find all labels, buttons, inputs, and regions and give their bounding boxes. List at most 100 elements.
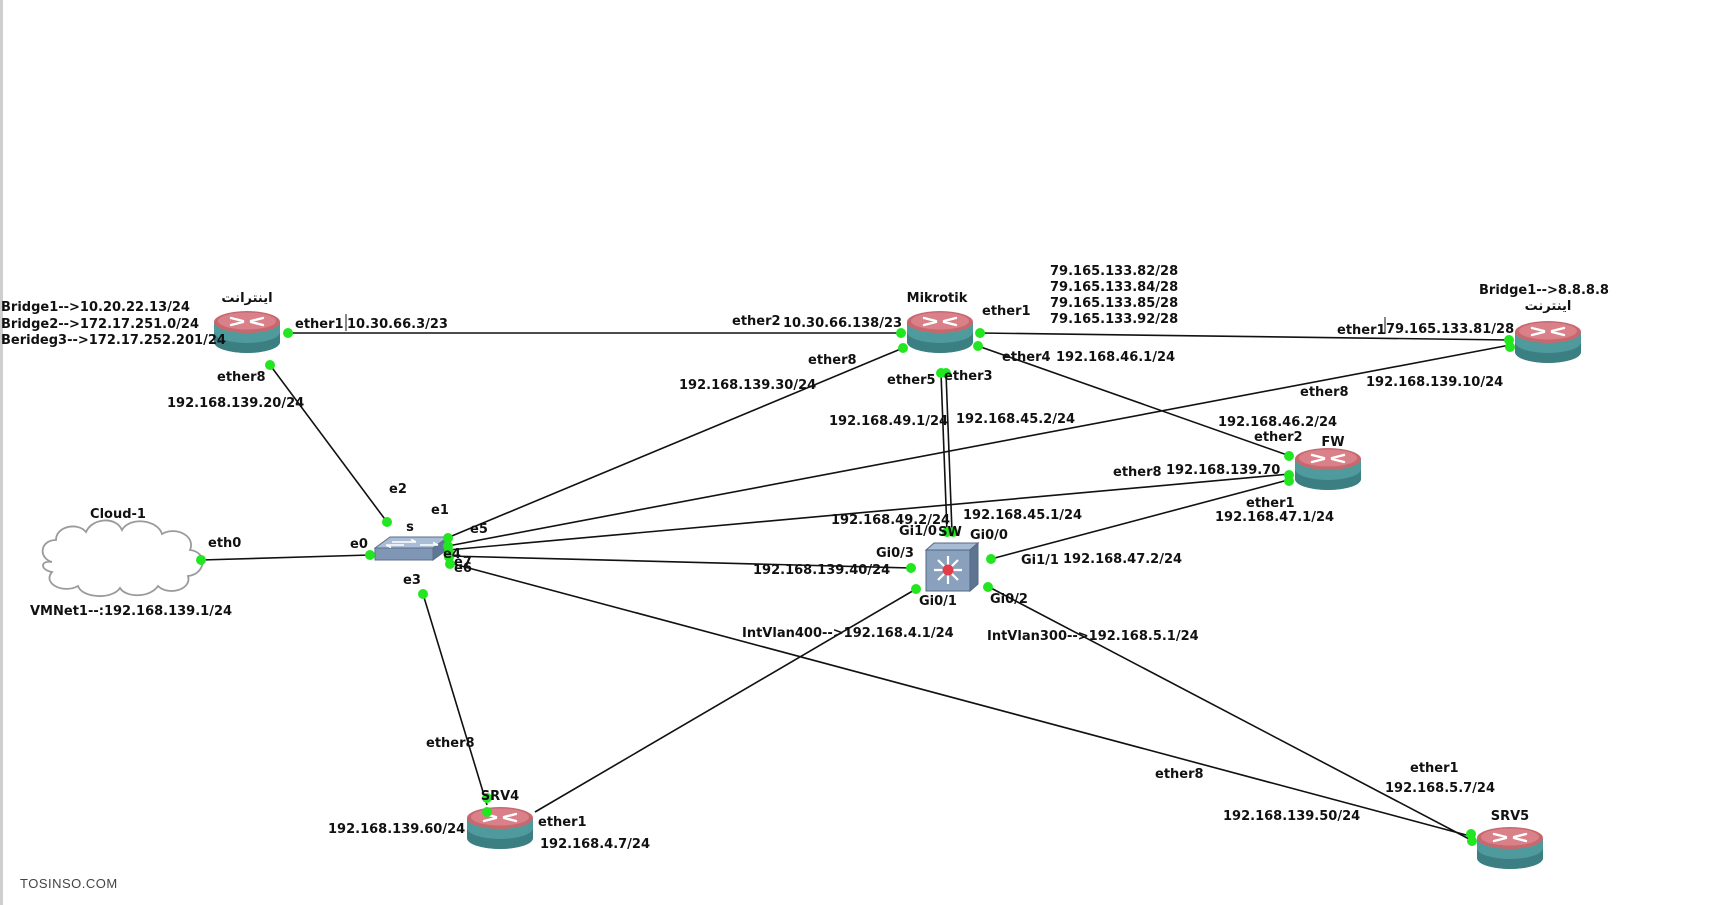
port-dot[interactable] — [1284, 451, 1294, 461]
ip-label: 192.168.46.1/24 — [1056, 350, 1175, 365]
ip-label: 192.168.45.1/24 — [963, 508, 1082, 523]
port-label: Gi1/0 — [899, 524, 937, 539]
node-name-srv5: SRV5 — [1491, 809, 1529, 824]
ip-label: 192.168.49.2/24 — [831, 513, 950, 528]
port-label: Gi0/3 — [876, 546, 914, 561]
port-dot[interactable] — [983, 582, 993, 592]
link-sw-switch[interactable] — [448, 555, 912, 569]
link-fw-sw[interactable] — [990, 479, 1289, 560]
port-label: ether1 — [1410, 761, 1459, 776]
multilayer-switch-sw[interactable] — [924, 541, 980, 593]
port-label: ether2 — [1254, 430, 1303, 445]
link-cloud-switch[interactable] — [200, 554, 371, 561]
ip-label: 192.168.47.2/24 — [1063, 552, 1182, 567]
port-label: Gi0/0 — [970, 528, 1008, 543]
ip-label: 192.168.139.50/24 — [1223, 809, 1360, 824]
link-srv5-switch[interactable] — [449, 562, 1471, 837]
port-label: ether3 — [944, 369, 993, 384]
port-dot[interactable] — [941, 368, 951, 378]
link-internet-switch[interactable] — [447, 344, 1511, 547]
ip-label: 192.168.139.70 — [1166, 463, 1280, 478]
internet-bridge: Bridge1-->8.8.8.8 — [1479, 283, 1609, 298]
port-label: ether1 — [538, 815, 587, 830]
port-dot[interactable] — [445, 559, 455, 569]
router-internet[interactable] — [1513, 319, 1583, 365]
port-label: e5 — [470, 522, 488, 537]
port-dot[interactable] — [911, 584, 921, 594]
port-label: e1 — [431, 503, 449, 518]
router-srv4[interactable] — [465, 805, 535, 851]
port-dot[interactable] — [283, 328, 293, 338]
port-label: e2 — [389, 482, 407, 497]
node-name-cloud: Cloud-1 — [90, 507, 146, 522]
port-dot[interactable] — [196, 555, 206, 565]
router-icon — [1513, 319, 1583, 365]
node-name-intranet: اینترانت — [221, 291, 272, 306]
port-dot[interactable] — [1467, 836, 1477, 846]
port-label: e4 — [443, 547, 461, 562]
port-label: Gi1/1 — [1021, 553, 1059, 568]
port-dot[interactable] — [986, 554, 996, 564]
port-dot[interactable] — [896, 328, 906, 338]
link-mikrotik-sw-a[interactable] — [940, 372, 948, 533]
port-dot[interactable] — [948, 527, 958, 537]
port-label: e6 — [454, 561, 472, 576]
node-name-sw: SW — [938, 525, 962, 540]
port-dot[interactable] — [906, 563, 916, 573]
port-label: ether1 — [982, 304, 1031, 319]
link-mikrotik-sw-b[interactable] — [945, 372, 953, 533]
ip-label: 192.168.139.20/24 — [167, 396, 304, 411]
ip-label: 192.168.4.7/24 — [540, 837, 650, 852]
node-name-switch-s: s — [406, 520, 414, 535]
port-dot[interactable] — [265, 360, 275, 370]
wan-ip-1: 79.165.133.82/28 — [1050, 264, 1178, 279]
port-label: ether8 — [808, 353, 857, 368]
port-dot[interactable] — [975, 328, 985, 338]
multilayer-switch-icon — [924, 541, 980, 593]
port-dot[interactable] — [482, 807, 492, 817]
link-mikrotik-switch[interactable] — [446, 347, 904, 539]
port-label: Gi0/2 — [990, 592, 1028, 607]
port-label: ether1 — [1246, 496, 1295, 511]
link-fw-switch[interactable] — [447, 473, 1291, 551]
node-name-internet: اینترنت — [1525, 299, 1572, 314]
ip-label: 79.165.133.81/28 — [1386, 322, 1514, 337]
intranet-bridge-1: Bridge1-->10.20.22.13/24 — [1, 300, 190, 315]
ip-label: IntVlan300-->192.168.5.1/24 — [987, 629, 1199, 644]
port-label: ether8 — [426, 736, 475, 751]
node-name-mikrotik: Mikrotik — [907, 291, 968, 306]
port-dot[interactable] — [1505, 342, 1515, 352]
node-name-fw: FW — [1321, 435, 1344, 450]
cloud-icon — [41, 519, 204, 597]
link-mikrotik-internet[interactable] — [979, 332, 1511, 341]
port-dot[interactable] — [382, 517, 392, 527]
cloud-node[interactable] — [41, 519, 204, 597]
cloud-vmnet-label: VMNet1--:192.168.139.1/24 — [30, 604, 232, 619]
port-dot[interactable] — [482, 793, 492, 803]
port-dot[interactable] — [365, 550, 375, 560]
link-sw-srv4[interactable] — [534, 588, 917, 813]
ethernet-switch-s[interactable] — [373, 536, 450, 561]
router-mikrotik[interactable] — [905, 309, 975, 355]
ip-label: 192.168.139.40/24 — [753, 563, 890, 578]
router-srv5[interactable] — [1475, 825, 1545, 871]
port-dot[interactable] — [1284, 476, 1294, 486]
link-srv4-switch[interactable] — [422, 593, 488, 806]
port-dot[interactable] — [898, 343, 908, 353]
port-label: ether8 — [1300, 385, 1349, 400]
port-dots — [196, 328, 1515, 846]
router-icon — [465, 805, 535, 851]
router-icon — [1475, 825, 1545, 871]
port-dot[interactable] — [973, 341, 983, 351]
port-label: eth0 — [208, 536, 241, 551]
link-sw-srv5[interactable] — [988, 586, 1472, 841]
link-mikrotik-fw[interactable] — [977, 345, 1291, 457]
port-label: ether1 — [1337, 323, 1386, 338]
port-dot[interactable] — [418, 589, 428, 599]
link-intranet-switch[interactable] — [269, 364, 388, 523]
port-dot[interactable] — [443, 533, 453, 543]
ip-labels: 10.30.66.3/23 192.168.139.20/24 10.30.66… — [167, 314, 1514, 852]
port-label: ether4 — [1002, 350, 1051, 365]
router-fw[interactable] — [1293, 446, 1363, 492]
ip-label: 192.168.49.1/24 — [829, 414, 948, 429]
